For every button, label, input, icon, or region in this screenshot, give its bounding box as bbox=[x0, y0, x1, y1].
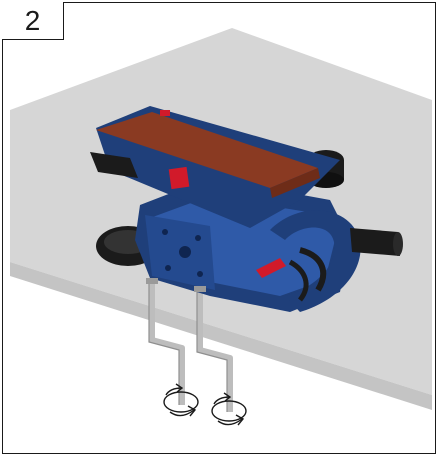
clamp-right bbox=[197, 290, 233, 412]
clamp-left bbox=[149, 282, 185, 405]
rotate-clockwise-icon bbox=[163, 383, 199, 417]
side-handle bbox=[350, 228, 400, 256]
sanding-belt bbox=[96, 112, 318, 188]
rotate-clockwise-icon bbox=[211, 392, 247, 426]
workbench-edge bbox=[10, 262, 432, 410]
belt-tension-lever bbox=[168, 166, 190, 190]
belt-roller bbox=[90, 152, 138, 178]
step-number-badge: 2 bbox=[2, 2, 64, 40]
step-number: 2 bbox=[24, 4, 41, 36]
switch-lever bbox=[256, 258, 286, 278]
rear-handle bbox=[270, 210, 361, 312]
